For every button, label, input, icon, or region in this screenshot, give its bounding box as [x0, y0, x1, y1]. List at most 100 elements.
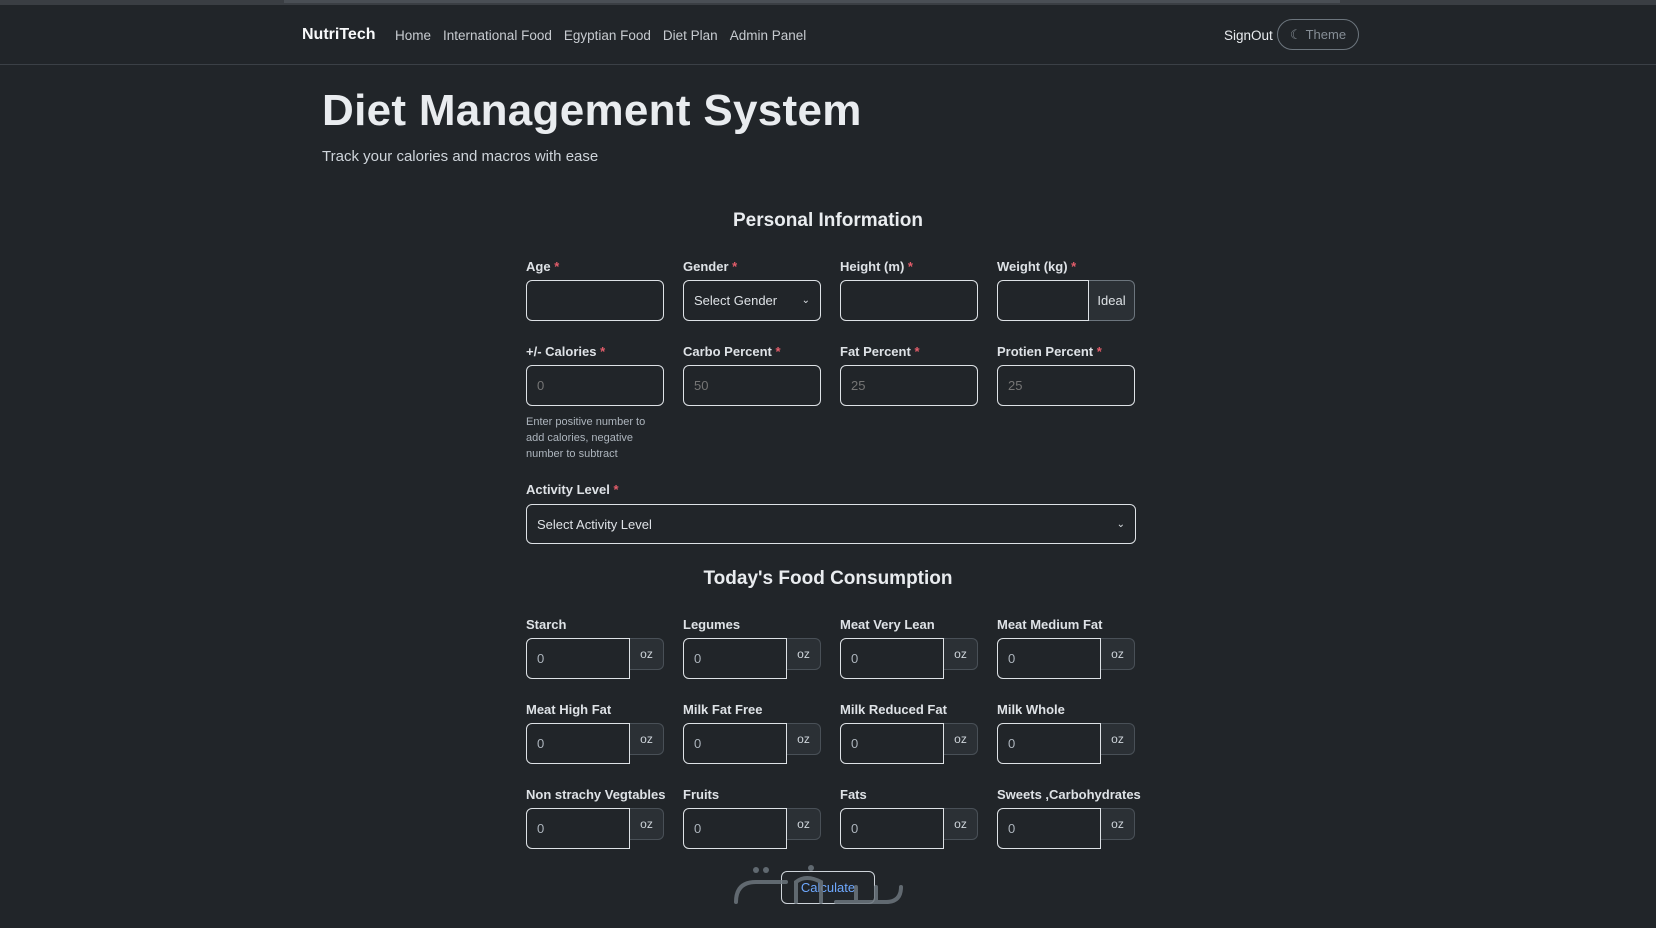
carbo-percent-input[interactable]	[683, 365, 821, 406]
nav-link-admin-panel[interactable]: Admin Panel	[729, 28, 807, 43]
page-subtitle: Track your calories and macros with ease	[322, 148, 599, 165]
gender-select[interactable]: Select Gender ⌄	[683, 280, 821, 321]
food-item: Meat Medium Fat oz	[997, 617, 1135, 679]
nav-links: Home International Food Egyptian Food Di…	[395, 28, 806, 43]
food-item-input[interactable]	[840, 723, 944, 764]
nav-link-home[interactable]: Home	[395, 28, 432, 43]
height-input[interactable]	[840, 280, 978, 321]
required-mark: *	[907, 259, 913, 274]
food-item: Legumes oz	[683, 617, 821, 679]
required-mark: *	[613, 482, 619, 497]
required-mark: *	[1071, 259, 1077, 274]
unit-addon: oz	[1101, 808, 1135, 840]
fat-label: Fat Percent	[840, 344, 911, 359]
unit-addon: oz	[787, 638, 821, 670]
unit-addon: oz	[944, 638, 978, 670]
food-item-input[interactable]	[683, 808, 787, 849]
carbo-label: Carbo Percent	[683, 344, 772, 359]
navbar: NutriTech Home International Food Egypti…	[0, 5, 1656, 65]
activity-label: Activity Level	[526, 482, 610, 497]
nav-link-diet-plan[interactable]: Diet Plan	[662, 28, 718, 43]
food-item-input[interactable]	[683, 638, 787, 679]
brand-logo[interactable]: NutriTech	[302, 26, 376, 43]
unit-addon: oz	[944, 723, 978, 755]
theme-label: Theme	[1305, 27, 1347, 42]
height-field: Height (m) *	[840, 259, 978, 321]
theme-toggle-button[interactable]: ☾ Theme	[1277, 19, 1359, 50]
watermark-logo	[734, 865, 903, 904]
food-consumption-title: Today's Food Consumption	[703, 568, 953, 589]
food-item: Milk Fat Free oz	[683, 702, 821, 764]
food-item-label: Starch	[526, 617, 567, 632]
food-item-input[interactable]	[526, 638, 630, 679]
food-item-input[interactable]	[997, 723, 1101, 764]
food-item-input[interactable]	[526, 723, 630, 764]
chevron-down-icon: ⌄	[1116, 518, 1125, 530]
food-item: Fruits oz	[683, 787, 821, 849]
unit-addon: oz	[944, 808, 978, 840]
fat-field: Fat Percent *	[840, 344, 978, 406]
unit-addon: oz	[630, 638, 664, 670]
food-item-label: Meat Medium Fat	[997, 617, 1103, 632]
food-item-label: Meat High Fat	[526, 702, 612, 717]
food-item: Meat High Fat oz	[526, 702, 664, 764]
required-mark: *	[600, 344, 606, 359]
food-item: Meat Very Lean oz	[840, 617, 978, 679]
food-item-input[interactable]	[683, 723, 787, 764]
age-input[interactable]	[526, 280, 664, 321]
age-label: Age	[526, 259, 551, 274]
required-mark: *	[1096, 344, 1102, 359]
age-field: Age *	[526, 259, 664, 321]
personal-info-title: Personal Information	[732, 210, 924, 231]
food-item: Sweets ,Carbohydrates oz	[997, 787, 1141, 849]
activity-field: Activity Level * Select Activity Level ⌄	[526, 482, 1136, 544]
weight-input[interactable]	[997, 280, 1089, 321]
food-item-label: Sweets ,Carbohydrates	[997, 787, 1141, 802]
unit-addon: oz	[1101, 723, 1135, 755]
food-item-input[interactable]	[997, 638, 1101, 679]
moon-icon: ☾	[1289, 26, 1302, 42]
unit-addon: oz	[630, 723, 664, 755]
food-item-input[interactable]	[997, 808, 1101, 849]
food-item-label: Legumes	[683, 617, 741, 632]
unit-addon: oz	[630, 808, 664, 840]
protein-percent-input[interactable]	[997, 365, 1135, 406]
calories-input[interactable]	[526, 365, 664, 406]
food-item-input[interactable]	[526, 808, 630, 849]
signout-link[interactable]: SignOut	[1224, 28, 1273, 43]
unit-addon: oz	[787, 723, 821, 755]
food-item-label: Milk Reduced Fat	[840, 702, 947, 717]
activity-level-select[interactable]: Select Activity Level ⌄	[526, 504, 1136, 544]
food-item: Fats oz	[840, 787, 978, 849]
weight-label: Weight (kg)	[997, 259, 1068, 274]
gender-label: Gender	[683, 259, 729, 274]
required-mark: *	[775, 344, 781, 359]
required-mark: *	[554, 259, 560, 274]
calories-help-text: Enter positive number to add calories, n…	[526, 416, 646, 460]
calories-label: +/- Calories	[526, 344, 597, 359]
nav-link-egyptian-food[interactable]: Egyptian Food	[563, 28, 651, 43]
page-title: Diet Management System	[322, 86, 862, 135]
food-item: Non strachy Vegtables oz	[526, 787, 665, 849]
food-item-label: Meat Very Lean	[840, 617, 935, 632]
food-item: Milk Whole oz	[997, 702, 1135, 764]
weight-field: Weight (kg) * Ideal	[997, 259, 1135, 321]
food-item: Milk Reduced Fat oz	[840, 702, 978, 764]
fat-percent-input[interactable]	[840, 365, 978, 406]
nav-link-international-food[interactable]: International Food	[443, 28, 552, 43]
food-item-label: Milk Fat Free	[683, 702, 763, 717]
calories-field: +/- Calories * Enter positive number to …	[526, 344, 664, 462]
gender-field: Gender * Select Gender ⌄	[683, 259, 821, 321]
gender-select-value: Select Gender	[694, 293, 778, 308]
food-item-input[interactable]	[840, 808, 944, 849]
protein-field: Protien Percent *	[997, 344, 1135, 406]
food-item-label: Fats	[840, 787, 867, 802]
activity-select-value: Select Activity Level	[537, 516, 652, 532]
food-item-input[interactable]	[840, 638, 944, 679]
carbo-field: Carbo Percent *	[683, 344, 821, 406]
required-mark: *	[732, 259, 738, 274]
height-label: Height (m)	[840, 259, 905, 274]
food-item-label: Fruits	[683, 787, 720, 802]
unit-addon: oz	[787, 808, 821, 840]
ideal-weight-button[interactable]: Ideal	[1089, 280, 1135, 321]
